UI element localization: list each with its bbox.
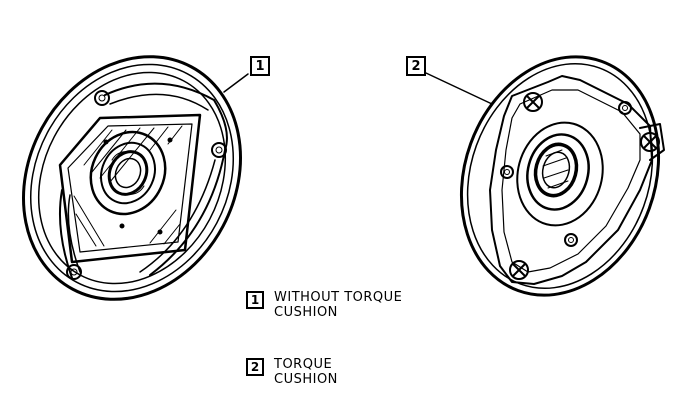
legend-number-box: 2: [246, 358, 264, 376]
legend-text: WITHOUT TORQUE CUSHION: [274, 290, 402, 320]
legend-line: WITHOUT TORQUE: [274, 290, 403, 305]
legend-line: CUSHION: [274, 372, 338, 387]
leader-line-1: [223, 73, 249, 93]
plate-without-torque-cushion: [22, 55, 242, 301]
legend-item-torque-cushion: 2 TORQUE CUSHION: [246, 357, 338, 387]
callout-label-1: 1: [250, 56, 270, 76]
callout-label-2: 2: [406, 56, 426, 76]
legend-text: TORQUE CUSHION: [274, 357, 338, 387]
legend-line: CUSHION: [274, 305, 338, 320]
legend-line: TORQUE: [274, 357, 333, 372]
legend-number-box: 1: [246, 291, 264, 309]
plate-torque-cushion: [459, 55, 665, 297]
leader-line-2: [425, 72, 493, 105]
legend-item-without-torque-cushion: 1 WITHOUT TORQUE CUSHION: [246, 290, 402, 320]
